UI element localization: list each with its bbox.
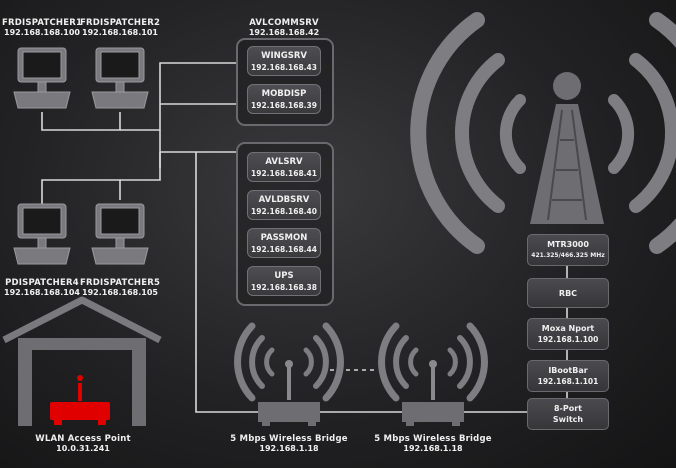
bridge-label-1: 5 Mbps Wireless Bridge 192.168.1.18: [224, 434, 354, 454]
tower-device-ip: 192.168.1.101: [537, 377, 599, 386]
tower-device-freq: 421.325/466.325 MHz: [531, 252, 605, 259]
avlcomm-ip: 192.168.168.42: [248, 28, 320, 37]
tower-device-type: Switch: [552, 415, 584, 424]
dispatcher-label-1: FRDISPATCHER1 192.168.168.100: [2, 18, 82, 38]
bridge-ip: 192.168.1.18: [259, 444, 319, 453]
wlan-ip: 10.0.31.241: [56, 444, 110, 453]
tower-device-name: MTR3000: [547, 240, 589, 249]
dispatcher-ip: 192.168.168.105: [82, 288, 158, 297]
wireless-bridge-icon-2: [378, 322, 488, 426]
server-name: AVLDBSRV: [258, 195, 310, 205]
server-name: UPS: [274, 271, 294, 281]
server-wingsrv: WINGSRV 192.168.168.43: [247, 46, 321, 76]
radio-tower-icon: [410, 12, 676, 254]
tower-mtr3000: MTR3000 421.325/466.325 MHz: [527, 234, 609, 266]
server-name: AVLSRV: [265, 157, 303, 167]
bridge-ip: 192.168.1.18: [403, 444, 463, 453]
dispatcher-label-2: FRDISPATCHER2 192.168.168.101: [80, 18, 160, 38]
dispatcher-name: PDISPATCHER4: [5, 278, 79, 288]
server-name: MOBDISP: [261, 89, 307, 99]
tower-ibootbar: IBootBar 192.168.1.101: [527, 360, 609, 392]
wireless-bridge-icon-1: [234, 322, 344, 426]
server-mobdisp: MOBDISP 192.168.168.39: [247, 84, 321, 114]
tower-device-name: RBC: [558, 288, 578, 298]
server-name: PASSMON: [260, 233, 308, 243]
avlcomm-name: AVLCOMMSRV: [249, 18, 319, 28]
dispatcher-ip: 192.168.168.104: [4, 288, 80, 297]
dispatcher-workstations: [13, 47, 149, 265]
tower-device-name: 8-Port: [553, 404, 582, 413]
dispatcher-ip: 192.168.168.101: [82, 28, 158, 37]
wlan-access-point-icon: [50, 375, 110, 425]
dispatcher-ip: 192.168.168.100: [4, 28, 80, 37]
dispatcher-name: FRDISPATCHER5: [80, 278, 161, 288]
dispatcher-name: FRDISPATCHER1: [2, 18, 83, 28]
server-ip: 192.168.168.41: [251, 169, 317, 178]
tower-8-port-switch: 8-Port Switch: [527, 398, 609, 430]
server-ip: 192.168.168.40: [251, 207, 317, 216]
tower-device-name: Moxa Nport: [541, 324, 595, 333]
bridge-name: 5 Mbps Wireless Bridge: [374, 434, 492, 444]
tower-rbc: RBC: [527, 278, 609, 308]
tower-device-ip: 192.168.1.100: [537, 335, 599, 344]
server-avldbsrv: AVLDBSRV 192.168.168.40: [247, 190, 321, 220]
dispatcher-name: FRDISPATCHER2: [80, 18, 161, 28]
tower-device-name: IBootBar: [548, 366, 588, 375]
server-name: WINGSRV: [261, 51, 307, 61]
bridge-name: 5 Mbps Wireless Bridge: [230, 434, 348, 444]
wlan-label: WLAN Access Point 10.0.31.241: [20, 434, 146, 454]
server-ip: 192.168.168.39: [251, 101, 317, 110]
server-avlsrv: AVLSRV 192.168.168.41: [247, 152, 321, 182]
server-ip: 192.168.168.43: [251, 63, 317, 72]
avlcomm-label: AVLCOMMSRV 192.168.168.42: [236, 18, 332, 38]
server-ip: 192.168.168.44: [251, 245, 317, 254]
tower-moxa-nport: Moxa Nport 192.168.1.100: [527, 318, 609, 350]
server-passmon: PASSMON 192.168.168.44: [247, 228, 321, 258]
wlan-name: WLAN Access Point: [35, 434, 131, 444]
dispatcher-label-4: PDISPATCHER4 192.168.168.104: [2, 278, 82, 298]
bridge-label-2: 5 Mbps Wireless Bridge 192.168.1.18: [368, 434, 498, 454]
server-ups: UPS 192.168.168.38: [247, 266, 321, 296]
dispatcher-label-5: FRDISPATCHER5 192.168.168.105: [80, 278, 160, 298]
building-shelter: [2, 296, 162, 426]
server-ip: 192.168.168.38: [251, 283, 317, 292]
